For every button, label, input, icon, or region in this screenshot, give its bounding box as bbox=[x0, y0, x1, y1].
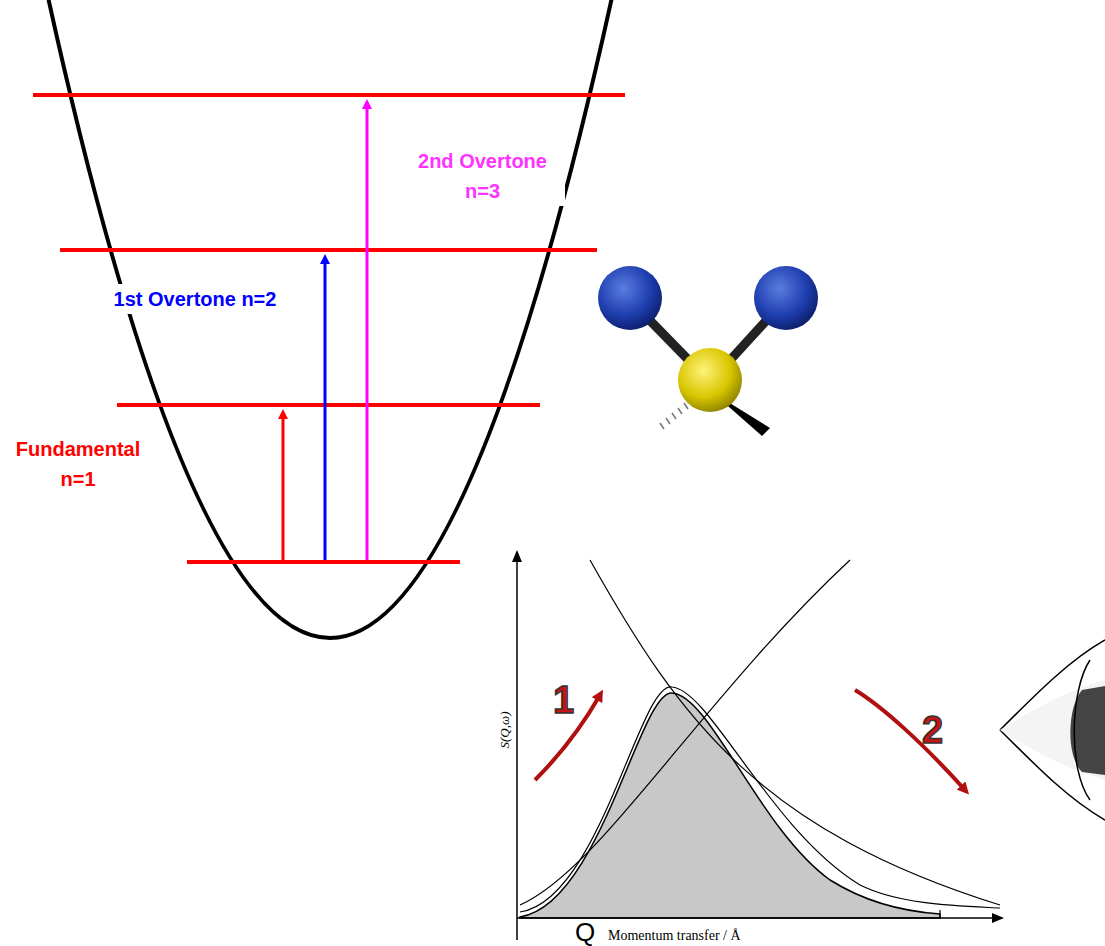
axis-label: S(Q,ω) bbox=[497, 695, 513, 765]
sqw-plot bbox=[517, 552, 1002, 940]
transition-label: 2nd Overtone n=3 bbox=[400, 146, 565, 206]
callout-number: 1 bbox=[553, 678, 593, 722]
transition-arrow bbox=[366, 104, 369, 560]
callout-number: 2 bbox=[922, 708, 962, 752]
axis-label: Momentum transfer / Å bbox=[608, 928, 808, 944]
transition-arrow bbox=[282, 414, 285, 560]
transition-arrow bbox=[324, 259, 327, 560]
axis-symbol: Q bbox=[575, 918, 605, 946]
molecule bbox=[598, 266, 818, 436]
transition-label: 1st Overtone n=2 bbox=[95, 284, 295, 314]
eye-icon bbox=[1000, 640, 1105, 820]
transition-label: Fundamental n=1 bbox=[8, 434, 148, 494]
